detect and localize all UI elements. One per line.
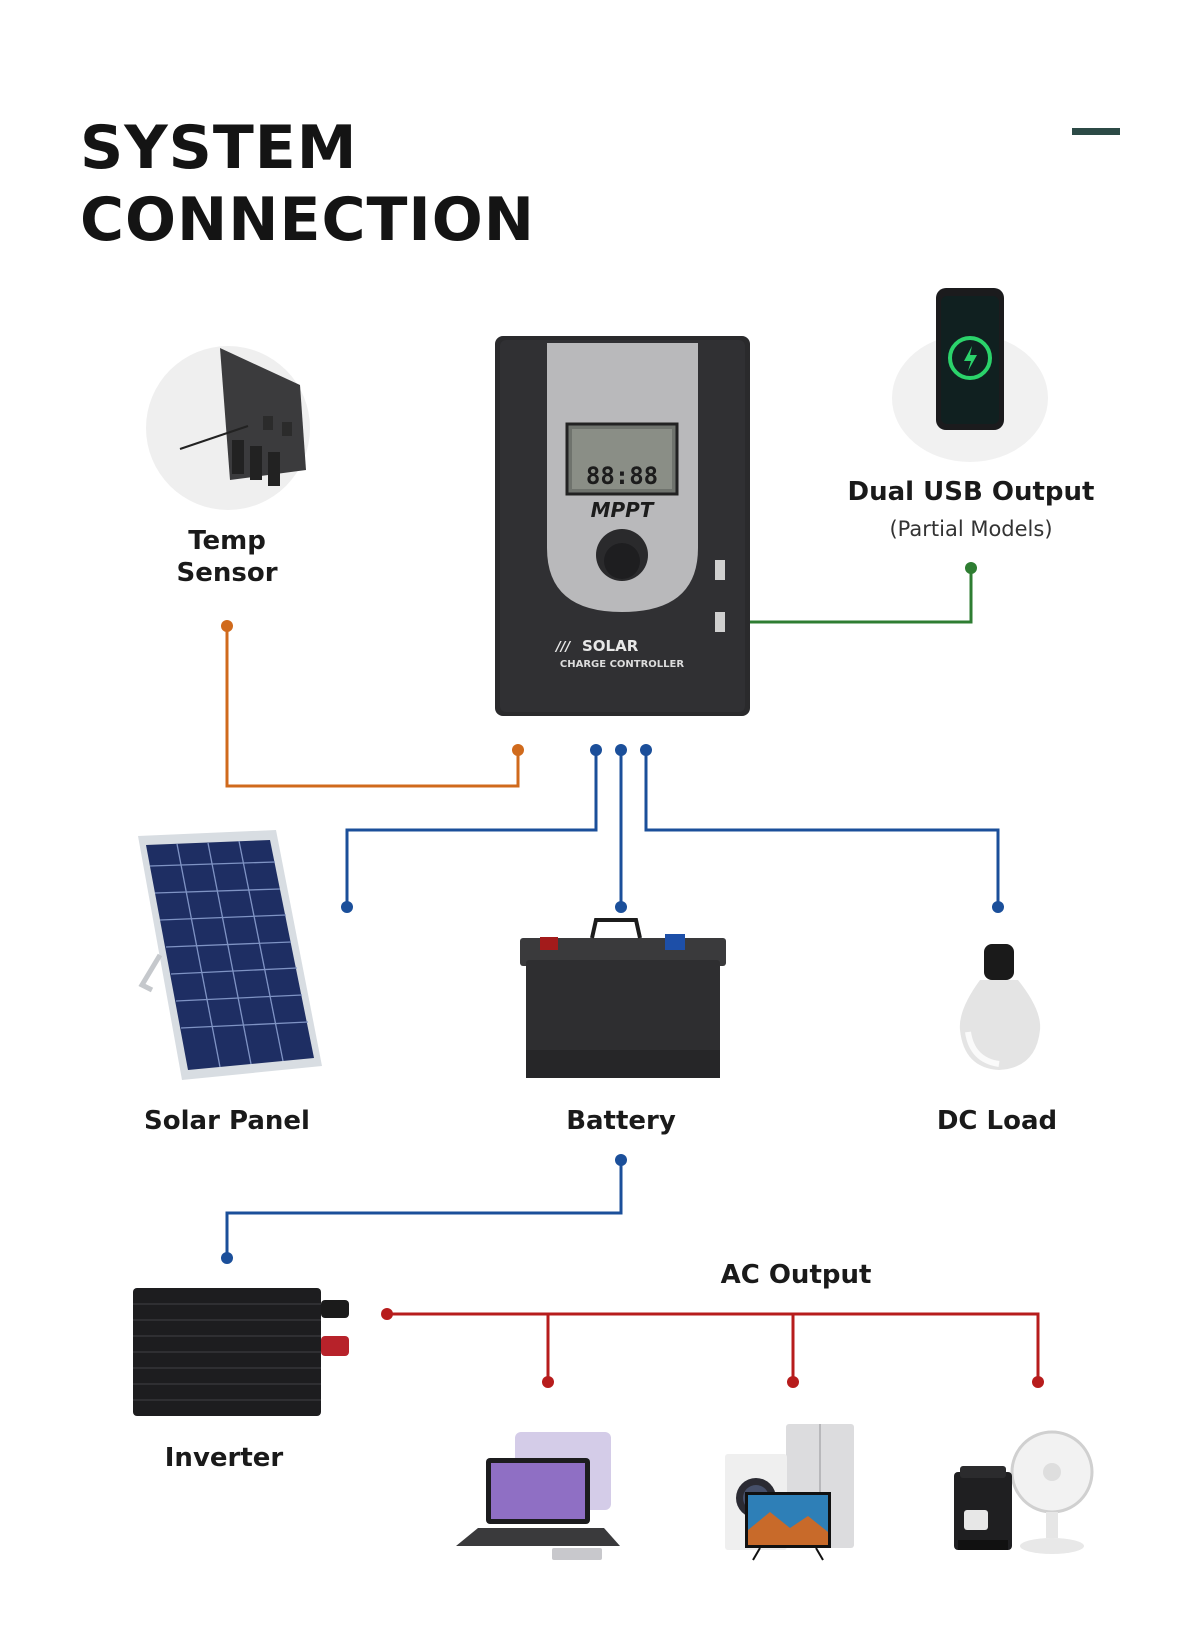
dc-dot-ctrl-1: [590, 744, 602, 756]
solar-panel-label: Solar Panel: [144, 1106, 310, 1136]
ac-wires: [387, 1312, 1040, 1382]
coffee-fan-icon: [954, 1430, 1094, 1554]
inverter-label: Inverter: [164, 1443, 284, 1473]
controller-subtitle: CHARGE CONTROLLER: [560, 659, 684, 670]
battery-icon: [520, 918, 726, 1078]
temp-wire-dot-bottom: [512, 744, 524, 756]
usb-output-note: (Partial Models): [889, 517, 1053, 541]
inverter-icon: [133, 1288, 349, 1416]
dc-dot-ctrl-2: [615, 744, 627, 756]
temp-sensor-line1: Temp: [188, 526, 266, 556]
dc-dot-inverter: [221, 1252, 233, 1264]
ac-dot-2: [787, 1376, 799, 1388]
dc-load-label: DC Load: [936, 1106, 1058, 1136]
temp-sensor-label: Temp Sensor: [176, 525, 277, 589]
ac-dot-3: [1032, 1376, 1044, 1388]
ac-dot-inverter: [381, 1308, 393, 1320]
appliances-icon: [725, 1424, 854, 1561]
dc-dot-ctrl-3: [640, 744, 652, 756]
usb-wire: [727, 568, 973, 624]
accent-dash: [1072, 128, 1120, 135]
dc-dot-load: [992, 901, 1004, 913]
usb-wire-dot: [965, 562, 977, 574]
ac-output-label: AC Output: [720, 1260, 872, 1290]
temp-sensor-icon: [146, 346, 310, 510]
dc-dot-solar: [341, 901, 353, 913]
controller-brand: SOLAR: [582, 637, 639, 655]
ac-dot-1: [542, 1376, 554, 1388]
solar-panel-icon: [138, 830, 322, 1080]
light-bulb-icon: [959, 944, 1041, 1070]
usb-output-label: Dual USB Output: [847, 477, 1095, 507]
controller-badge: MPPT: [591, 498, 655, 522]
title-line-2: CONNECTION: [80, 185, 535, 255]
laptop-tablet-icon: [456, 1432, 620, 1560]
controller-display: 88:88: [586, 462, 658, 490]
dc-dot-battery-out: [615, 1154, 627, 1166]
temp-sensor-wire: [225, 626, 520, 788]
battery-label: Battery: [566, 1106, 676, 1136]
dc-dot-battery: [615, 901, 627, 913]
usb-phone-icon: [892, 288, 1048, 462]
title-line-1: SYSTEM: [80, 113, 358, 183]
temp-sensor-line2: Sensor: [176, 558, 278, 588]
charge-controller: 88:88 MPPT /// SOLAR CHARGE CONTROLLER: [495, 336, 750, 716]
temp-wire-dot-top: [221, 620, 233, 632]
dc-wires: [225, 750, 1000, 1258]
page-title: SYSTEM CONNECTION: [80, 112, 535, 256]
svg-text:///: ///: [554, 640, 571, 655]
